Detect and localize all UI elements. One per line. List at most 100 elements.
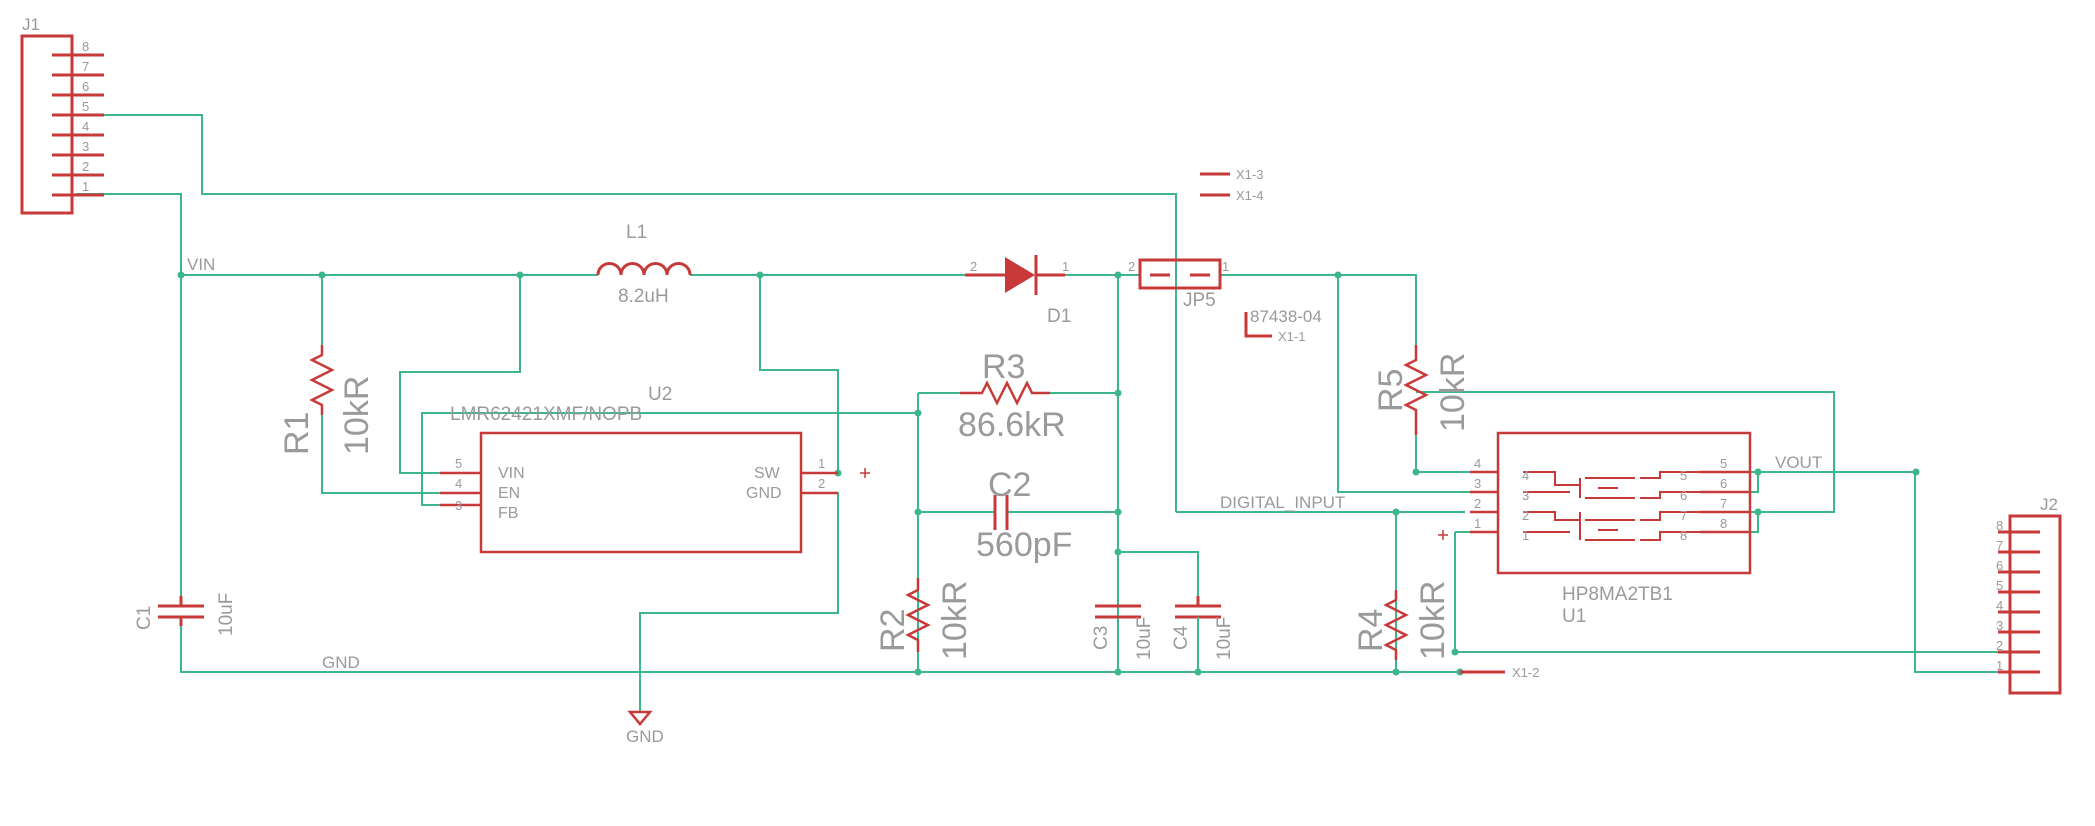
r4-value: 10kR xyxy=(1414,581,1452,660)
r2-zigzag xyxy=(905,578,931,652)
u1-pin-num: 2 xyxy=(1474,496,1481,511)
j1-pin-number: 1 xyxy=(82,179,89,194)
u1-inner-num: 8 xyxy=(1680,528,1687,543)
r1-zigzag xyxy=(309,345,335,415)
net-label-digital-input: DIGITAL_INPUT xyxy=(1220,493,1345,512)
u1-trace xyxy=(1640,491,1700,499)
u1-pin-num: 5 xyxy=(1720,456,1727,471)
resistor-r3: R3 86.6kR xyxy=(958,348,1066,444)
jp5-name: JP5 xyxy=(1183,290,1216,311)
c2-value: 560pF xyxy=(976,526,1072,564)
jp5-pin-right-num: 1 xyxy=(1222,259,1229,274)
u1-trace xyxy=(1640,511,1700,521)
u1-pin-num: 7 xyxy=(1720,496,1727,511)
u1-inner-num: 6 xyxy=(1680,488,1687,503)
u2-pin-label: VIN xyxy=(498,465,525,482)
resistor-r2: R2 10kR xyxy=(874,578,974,660)
jp5-part: 87438-04 xyxy=(1250,307,1322,326)
net-r5-gate xyxy=(1416,391,1835,513)
u1-pin-lines xyxy=(1470,470,1750,534)
j1-pin-number: 6 xyxy=(82,79,89,94)
gnd-triangle xyxy=(627,710,653,726)
origin-markers xyxy=(860,468,1448,540)
net-r5-u1 xyxy=(1415,435,1470,473)
x1-1-stub xyxy=(1244,312,1272,338)
net-u1-pin1c xyxy=(1454,532,1998,653)
r5-name: R5 xyxy=(1372,369,1410,412)
u2-part: LMR62421XMF/NOPB xyxy=(450,404,642,425)
c4-name: C4 xyxy=(1171,625,1192,650)
u1-pin-num: 6 xyxy=(1720,476,1727,491)
r2-value: 10kR xyxy=(936,581,974,660)
junction xyxy=(177,271,185,279)
u1-body xyxy=(1496,431,1752,575)
u1-part: HP8MA2TB1 xyxy=(1562,584,1673,605)
u1-inner-num: 3 xyxy=(1522,488,1529,503)
inductor-l1: L1 8.2uH xyxy=(596,222,692,307)
u1-inner-num: 1 xyxy=(1522,528,1529,543)
u1-trace xyxy=(1523,511,1580,521)
net-u2-gnd xyxy=(639,492,839,712)
j2-pin-number: 2 xyxy=(1996,638,2003,653)
c4-value: 10uF xyxy=(1214,617,1235,660)
x1-1-label: X1-1 xyxy=(1278,329,1305,344)
junction xyxy=(756,271,764,279)
net-c1-gnd xyxy=(180,626,1460,673)
c2-name: C2 xyxy=(988,466,1031,504)
u1-pin-num: 4 xyxy=(1474,456,1481,471)
connector-j2: 8 7 6 5 4 3 2 1 J2 xyxy=(1996,495,2062,695)
junction xyxy=(1754,508,1762,516)
j2-pin-number: 4 xyxy=(1996,598,2003,613)
diode-d1: 2 1 D1 xyxy=(965,255,1071,327)
ic-u2: 5 4 3 VIN EN FB 1 2 SW GND U2 LMR62421XM… xyxy=(440,384,838,554)
net-u1-right-bus xyxy=(1750,472,1759,493)
r3-zigzag xyxy=(960,380,1050,406)
resistor-r5: R5 10kR xyxy=(1372,345,1472,435)
u1-inner-num: 7 xyxy=(1680,508,1687,523)
j1-pin-number: 4 xyxy=(82,119,89,134)
j2-pin-number: 6 xyxy=(1996,558,2003,573)
j2-body xyxy=(2008,514,2062,695)
x1-2-label: X1-2 xyxy=(1512,665,1539,680)
u2-name: U2 xyxy=(648,384,672,405)
d1-name: D1 xyxy=(1047,306,1071,327)
junction xyxy=(914,409,922,417)
c3-name: C3 xyxy=(1091,626,1112,650)
j2-pin-number: 8 xyxy=(1996,518,2003,533)
x1-3-label: X1-3 xyxy=(1236,167,1263,182)
u2-pin-label: SW xyxy=(754,465,781,482)
c3-value: 10uF xyxy=(1134,617,1155,660)
j1-pin-number: 7 xyxy=(82,59,89,74)
gnd-symbol-label: GND xyxy=(626,727,664,746)
junction xyxy=(1754,468,1762,476)
junction xyxy=(1912,468,1920,476)
u2-pin-num: 1 xyxy=(818,456,825,471)
d1-pin-anode: 2 xyxy=(970,259,977,274)
j2-pin-number: 3 xyxy=(1996,618,2003,633)
r5-value: 10kR xyxy=(1434,353,1472,432)
net-jp5-u1 xyxy=(1337,275,1470,493)
j2-name: J2 xyxy=(2040,495,2058,514)
junction xyxy=(1114,389,1122,397)
j1-pins xyxy=(52,53,104,197)
net-r1-en xyxy=(321,415,440,494)
junction xyxy=(516,271,524,279)
junction xyxy=(1334,271,1342,279)
resistor-r1: R1 10kR xyxy=(278,345,376,455)
r4-zigzag xyxy=(1383,590,1409,660)
origin-marker xyxy=(860,468,870,478)
u2-pin-num: 4 xyxy=(455,476,462,491)
u2-pin-label: EN xyxy=(498,485,520,502)
u1-inner-num: 5 xyxy=(1680,468,1687,483)
l1-coil xyxy=(596,262,692,276)
junctions xyxy=(177,271,1920,676)
j1-pin-number: 8 xyxy=(82,39,89,54)
u1-trace xyxy=(1640,531,1700,541)
x1-4-label: X1-4 xyxy=(1236,188,1263,203)
net-vout xyxy=(1750,471,1998,673)
jp5-body xyxy=(1138,258,1222,290)
jp5-pin-left-num: 2 xyxy=(1128,259,1135,274)
j1-body xyxy=(20,34,74,215)
junction xyxy=(914,508,922,516)
